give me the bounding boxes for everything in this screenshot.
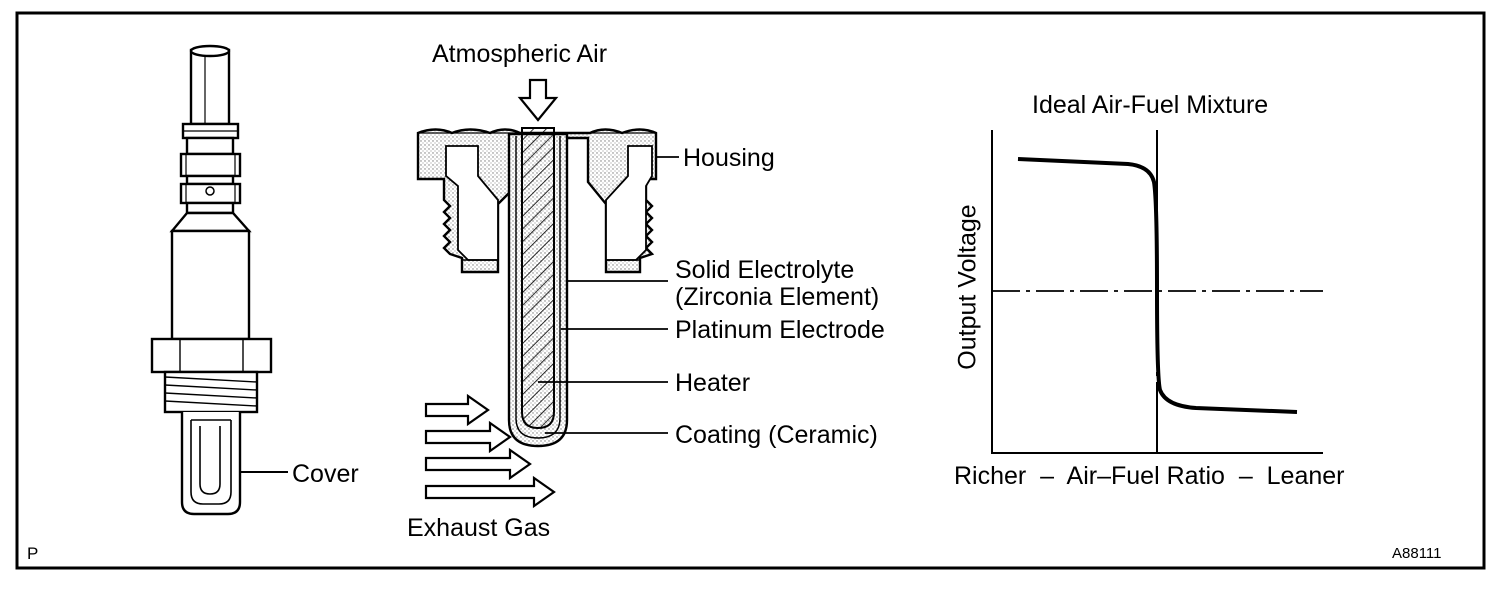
sensor-cross-section xyxy=(416,127,658,448)
voltage-curve xyxy=(1017,157,1298,414)
cover-label: Cover xyxy=(292,460,359,488)
leader-lines xyxy=(538,156,679,434)
graph-axes xyxy=(991,130,1323,454)
exhaust-gas-arrows xyxy=(424,393,556,509)
figure-id: A88111 xyxy=(1392,545,1442,562)
x-axis-label: Richer – Air–Fuel Ratio – Leaner xyxy=(954,462,1345,490)
solid-electrolyte-label: Solid Electrolyte xyxy=(675,256,855,284)
exhaust-gas-label: Exhaust Gas xyxy=(407,514,551,542)
platinum-electrode-label: Platinum Electrode xyxy=(675,316,885,344)
figure-border xyxy=(15,11,1486,570)
page-marker-p: P xyxy=(27,544,39,563)
atmospheric-air-label: Atmospheric Air xyxy=(432,40,608,68)
atmospheric-air-arrow xyxy=(517,78,559,122)
y-axis-label: Output Voltage xyxy=(953,204,982,370)
housing-label: Housing xyxy=(683,144,775,172)
heater-label: Heater xyxy=(675,369,751,397)
output-voltage-graph xyxy=(991,130,1323,454)
graph-title: Ideal Air-Fuel Mixture xyxy=(1032,91,1269,119)
oxygen-sensor-drawing xyxy=(150,44,273,516)
coating-label: Coating (Ceramic) xyxy=(675,421,878,449)
zirconia-element-label: (Zirconia Element) xyxy=(675,283,880,311)
